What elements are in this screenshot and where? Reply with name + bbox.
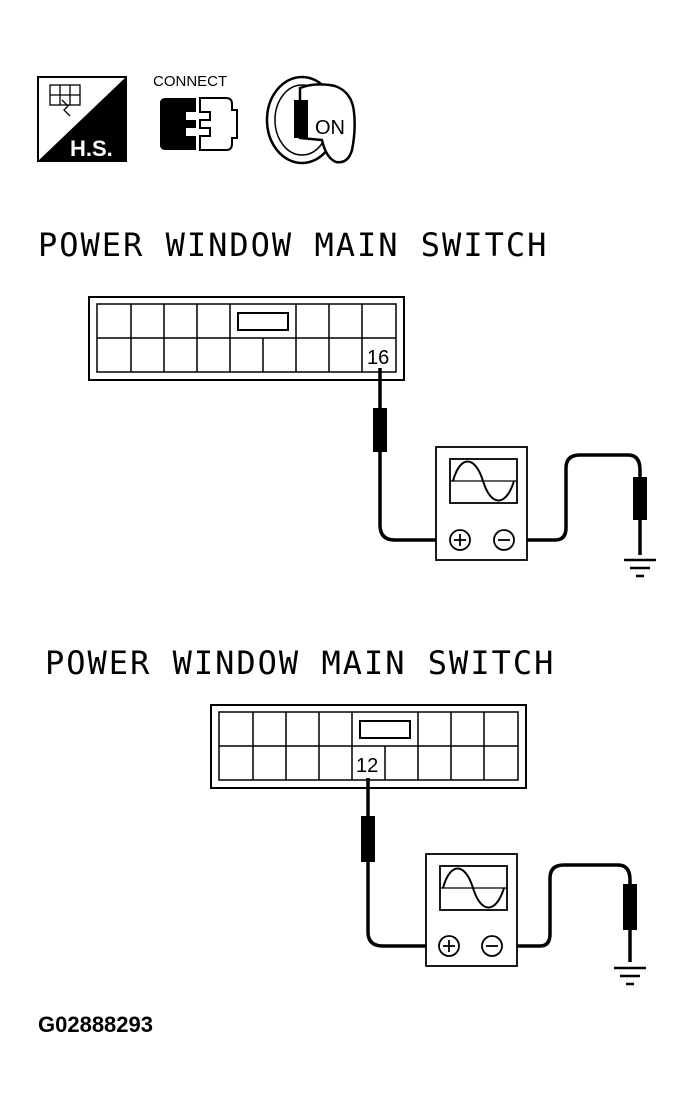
diagram-1: POWER WINDOW MAIN SWITCH 16 (38, 226, 656, 578)
connect-label: CONNECT (153, 73, 227, 90)
diagram-2: POWER WINDOW MAIN SWITCH 12 (45, 644, 646, 986)
diagram-1-title: POWER WINDOW MAIN SWITCH (38, 226, 548, 264)
ground-icon (624, 558, 656, 578)
oscilloscope-2 (425, 853, 518, 967)
hs-label: H.S. (70, 136, 113, 161)
ground-icon (614, 966, 646, 986)
probe-wires-1 (378, 368, 642, 555)
ignition-on-label: ON (315, 117, 345, 139)
oscilloscope-1 (435, 446, 528, 561)
probe-plus-2 (361, 816, 375, 862)
probe-minus-1 (633, 477, 647, 520)
figure-code: G02888293 (38, 1012, 153, 1037)
diagram-2-title: POWER WINDOW MAIN SWITCH (45, 644, 555, 682)
pin-1-label: 16 (367, 347, 389, 369)
connector-1 (88, 296, 405, 381)
probe-wires-2 (366, 778, 632, 962)
ignition-key-icon: ON (265, 75, 356, 165)
probe-minus-2 (623, 884, 637, 930)
connect-icon: CONNECT (153, 73, 238, 151)
pin-2-label: 12 (356, 755, 378, 777)
harness-side-icon: H.S. (37, 76, 127, 162)
probe-plus-1 (373, 408, 387, 452)
connector-2 (210, 704, 527, 789)
